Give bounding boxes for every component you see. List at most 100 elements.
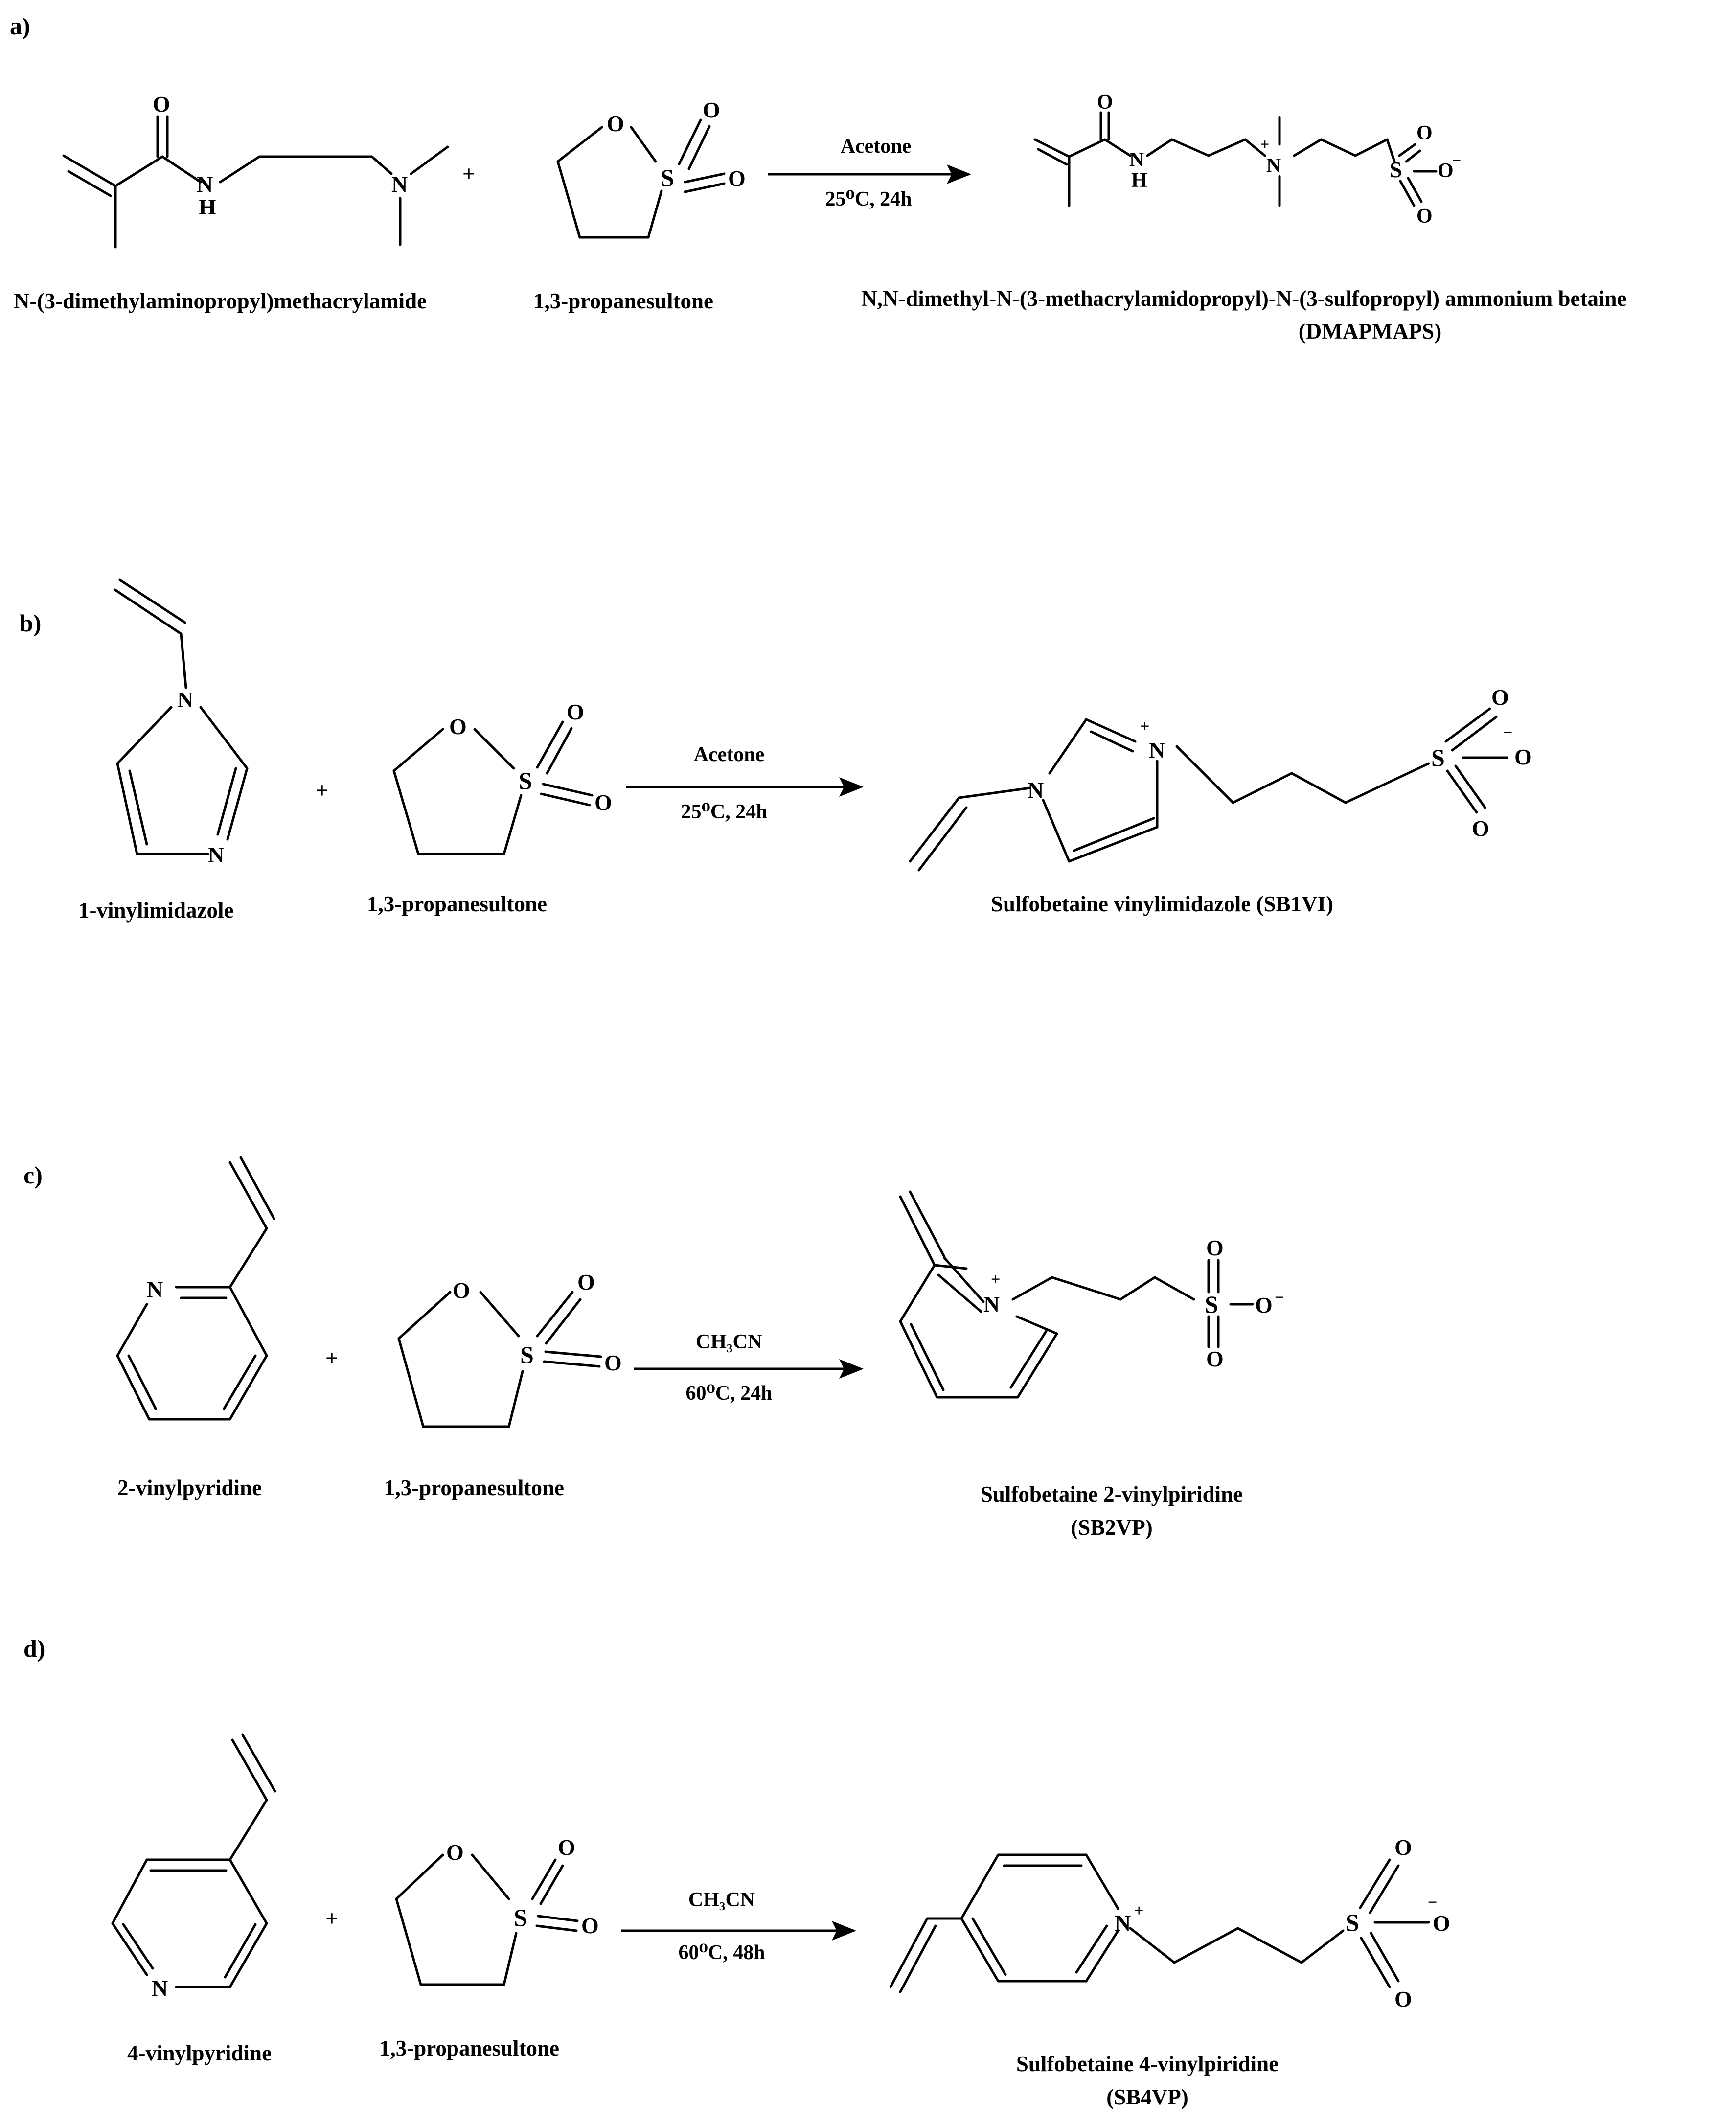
atom-O: O (581, 1913, 599, 1938)
atom-O: O (604, 1350, 622, 1375)
atom-N: N (1149, 738, 1165, 763)
atom-O: O (728, 166, 746, 191)
atom-O: O (703, 97, 720, 122)
panel-c-product-abbrev: (SB2VP) (1071, 1515, 1153, 1540)
atom-N: N (391, 172, 408, 197)
plus-sign: + (462, 161, 475, 186)
panel-b-condition-temp-time: 25⁰C, 24h (681, 801, 767, 823)
atom-S: S (1346, 1909, 1359, 1936)
panel-c-condition-solvent: CH₃CN (696, 1331, 762, 1353)
atom-O: O (1416, 205, 1433, 228)
panel-a-condition-temp-time: 25⁰C, 24h (825, 188, 912, 210)
atom-O: O (1472, 816, 1489, 841)
panel-c-product-name: Sulfobetaine 2-vinylpiridine (981, 1482, 1243, 1506)
charge-plus: + (1134, 1902, 1143, 1920)
atom-O: O (567, 699, 584, 724)
panel-c-reactant2-structure: O S O O (397, 1270, 622, 1428)
atom-O: O (1206, 1235, 1224, 1260)
panel-a: a) O N H N + (10, 12, 1626, 344)
panel-a-product-name: N,N-dimethyl-N-(3-methacrylamidopropyl)-… (861, 286, 1626, 311)
atom-S: S (519, 767, 532, 794)
charge-minus: − (1275, 1289, 1284, 1307)
panel-c-reactant1-name: 2-vinylpyridine (117, 1476, 262, 1500)
atom-S: S (520, 1341, 534, 1368)
plus-sign: + (325, 1906, 338, 1931)
atom-N: N (177, 687, 193, 712)
atom-N: N (147, 1277, 163, 1302)
panel-d-reactant2-structure: O S O O (395, 1835, 599, 1986)
charge-minus: − (1503, 724, 1512, 742)
atom-H: H (1131, 169, 1147, 192)
panel-a-reactant2-name: 1,3-propanesultone (533, 289, 713, 313)
atom-N: N (208, 842, 224, 867)
atom-O: O (1255, 1293, 1273, 1317)
atom-N: N (1115, 1911, 1131, 1936)
atom-N: N (1028, 778, 1044, 803)
atom-N: N (152, 1976, 168, 2001)
charge-plus: + (1260, 135, 1269, 153)
atom-O: O (1394, 1987, 1412, 2011)
atom-O: O (449, 714, 467, 739)
panel-b-condition-solvent: Acetone (694, 743, 765, 766)
atom-H: H (199, 194, 216, 219)
panel-b-reactant1-structure: N N (114, 578, 249, 867)
atom-O: O (1394, 1835, 1412, 1860)
panel-c-reactant1-structure: N (116, 1156, 275, 1421)
plus-sign: + (316, 778, 328, 803)
panel-b-reactant2-structure: O S O O (392, 699, 612, 855)
panel-d: d) N + O (23, 1635, 1450, 2109)
atom-O: O (153, 92, 170, 116)
atom-N: N (1266, 155, 1281, 177)
atom-O: O (607, 111, 624, 136)
panel-d-reactant2-name: 1,3-propanesultone (379, 2036, 559, 2060)
atom-O: O (594, 790, 612, 815)
atom-O: O (1514, 744, 1532, 769)
panel-b: b) N N + O S (20, 578, 1532, 923)
panel-d-reactant1-structure: N (111, 1733, 276, 2001)
atom-S: S (514, 1904, 527, 1931)
atom-O: O (453, 1278, 470, 1303)
panel-d-condition-temp-time: 60⁰C, 48h (678, 1941, 765, 1964)
panel-c-label: c) (23, 1161, 43, 1189)
panel-b-reactant1-name: 1-vinylimidazole (78, 898, 233, 923)
panel-d-product-abbrev: (SB4VP) (1106, 2085, 1188, 2109)
panel-b-label: b) (20, 609, 41, 637)
atom-S: S (1205, 1291, 1218, 1318)
panel-c-condition-temp-time: 60⁰C, 24h (685, 1382, 772, 1405)
panel-d-product-name: Sulfobetaine 4-vinylpiridine (1016, 2052, 1279, 2076)
charge-plus: + (991, 1271, 1000, 1289)
atom-O: O (577, 1270, 595, 1294)
panel-a-product-abbrev: (DMAPMAPS) (1299, 319, 1441, 344)
panel-c-reactant2-name: 1,3-propanesultone (384, 1476, 564, 1500)
panel-b-reactant2-name: 1,3-propanesultone (367, 892, 547, 916)
panel-d-product-structure: N + S O − O O (889, 1835, 1450, 2011)
atom-S: S (661, 164, 674, 191)
panel-a-reactant1-structure: O N H N (62, 92, 449, 249)
atom-N: N (197, 172, 213, 197)
panel-a-condition-solvent: Acetone (841, 135, 912, 158)
panel-b-product-structure: N N + S O − O O (909, 685, 1532, 872)
atom-O: O (558, 1835, 575, 1860)
atom-N: N (1129, 149, 1144, 171)
panel-c: c) N + O (23, 1156, 1284, 1540)
atom-O: O (1433, 1911, 1450, 1936)
atom-O: O (1491, 685, 1509, 710)
panel-a-product-structure: O N H N + S O O − O (1033, 91, 1461, 228)
charge-plus: + (1140, 717, 1149, 736)
charge-minus: − (1452, 151, 1461, 169)
panel-d-label: d) (23, 1635, 45, 1662)
panel-a-reactant1-name: N-(3-dimethylaminopropyl)methacrylamide (14, 289, 427, 313)
atom-O: O (1097, 91, 1113, 114)
atom-S: S (1431, 744, 1445, 771)
plus-sign: + (325, 1345, 338, 1370)
atom-O: O (1438, 160, 1454, 182)
panel-b-product-name: Sulfobetaine vinylimidazole (SB1VI) (991, 892, 1333, 916)
panel-d-reactant1-name: 4-vinylpyridine (127, 2041, 272, 2065)
atom-O: O (1416, 122, 1433, 144)
atom-N: N (983, 1292, 1000, 1317)
atom-O: O (1206, 1346, 1224, 1371)
atom-O: O (446, 1840, 464, 1865)
panel-a-label: a) (10, 12, 30, 40)
panel-a-reactant2-structure: O S O O (556, 97, 746, 239)
